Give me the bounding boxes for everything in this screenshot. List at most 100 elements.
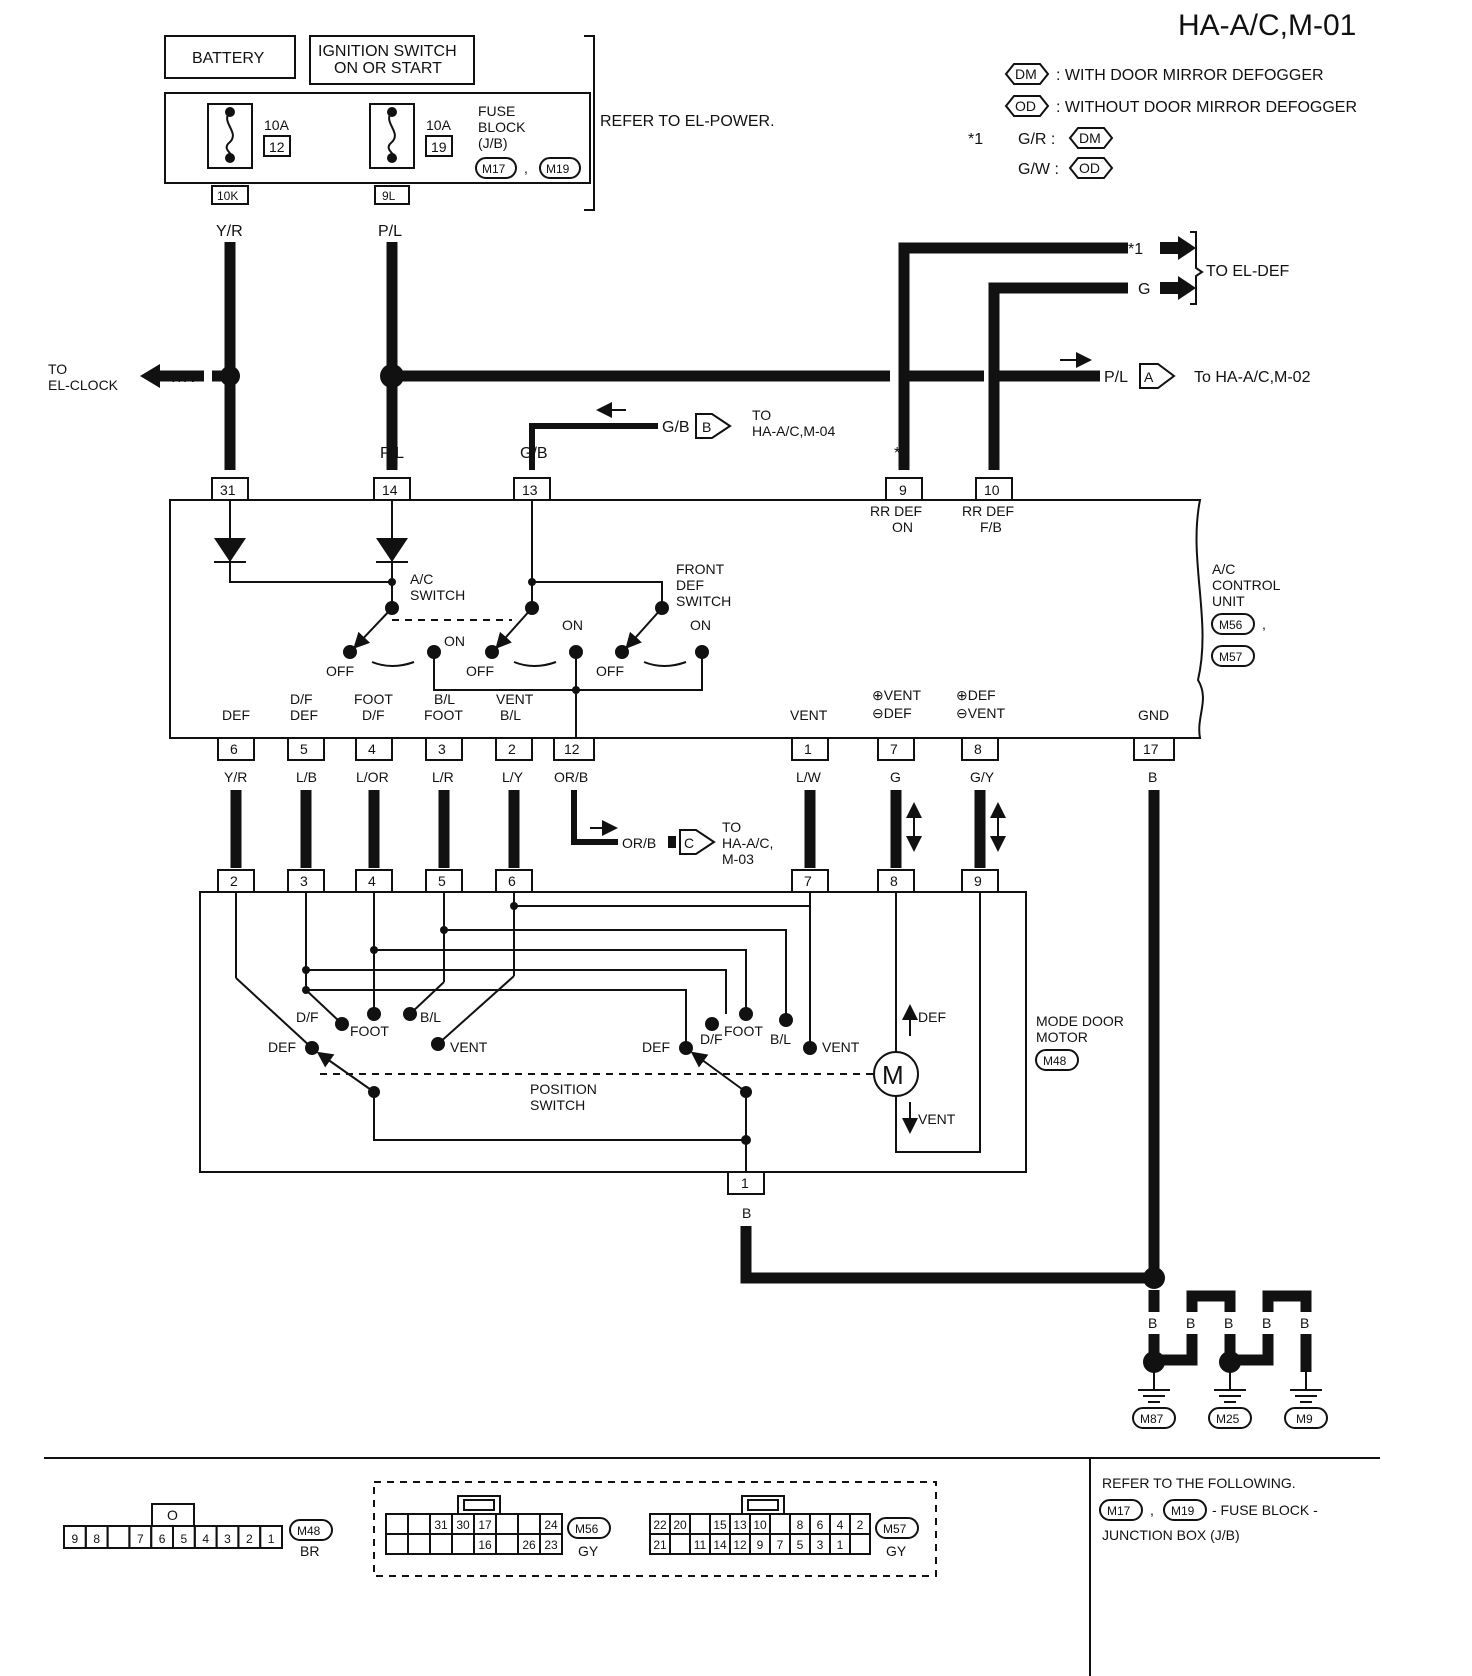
control-unit-name-1: A/C: [1212, 561, 1235, 577]
connector-pin-label: 26: [522, 1538, 536, 1552]
svg-text:3: 3: [438, 741, 446, 757]
connector-pin-label: 22: [653, 1518, 667, 1532]
connector-b: [695, 413, 732, 439]
fuse-1: [207, 103, 253, 169]
motor-vent-dir: VENT: [918, 1111, 956, 1127]
svg-text:DEF: DEF: [290, 707, 318, 723]
clock-wire-label: Y/R: [168, 369, 195, 386]
connector-pin-cell: [259, 1525, 284, 1549]
svg-text:P/L: P/L: [380, 445, 404, 462]
connector-pin-label: 4: [202, 1532, 209, 1546]
svg-text:FOOT: FOOT: [350, 1023, 389, 1039]
svg-text:M57: M57: [883, 1522, 907, 1536]
svg-text:7: 7: [890, 741, 898, 757]
connector-pin-label: 9: [72, 1532, 79, 1546]
refer-el-power: REFER TO EL-POWER.: [600, 113, 775, 130]
svg-text:D/F: D/F: [290, 691, 313, 707]
power-supply: BATTERY IGNITION SWITCH ON OR START 10A …: [164, 35, 775, 240]
svg-text:2: 2: [230, 873, 238, 889]
svg-text:VENT: VENT: [790, 707, 828, 723]
wire-rr-def-on: [898, 242, 1128, 470]
connector-pin-label: 6: [817, 1518, 824, 1532]
bottom-pins: 6 5 4 3 2 12 1 7 8 17 Y/R L/B L/OR L/R L…: [217, 737, 1175, 1278]
svg-text:*1: *1: [894, 445, 909, 462]
rr-def-fb-2: F/B: [980, 519, 1002, 535]
terminal-9l: 9L: [382, 189, 396, 203]
svg-text:9: 9: [974, 873, 982, 889]
connector-pin-label: 3: [224, 1532, 231, 1546]
ground-m25: M25: [1208, 1372, 1252, 1429]
front-def-label-3: SWITCH: [676, 593, 731, 609]
fuse-2-element: [387, 111, 396, 159]
diode-2: [376, 538, 408, 562]
connector-pin-label: 2: [857, 1518, 864, 1532]
connector-pin-label: 15: [713, 1518, 727, 1532]
def-star: *1: [1128, 241, 1143, 258]
connector-pin-label: 24: [544, 1518, 558, 1532]
control-unit-name-3: UNIT: [1212, 593, 1245, 609]
svg-text:6: 6: [230, 741, 238, 757]
svg-text:,: ,: [524, 160, 528, 176]
legend-note-gr: G/R :: [1018, 131, 1055, 148]
svg-text:OFF: OFF: [466, 663, 494, 679]
mode-motor-outline: [199, 891, 1027, 1173]
svg-text:G: G: [988, 445, 1000, 462]
dashed-connector-frame: [373, 1481, 937, 1577]
svg-text:D/F: D/F: [362, 707, 385, 723]
connector-pin-cell: [849, 1533, 871, 1555]
svg-text:10: 10: [984, 482, 1000, 498]
legend-od-text: : WITHOUT DOOR MIRROR DEFOGGER: [1056, 99, 1357, 116]
svg-text:1: 1: [804, 741, 812, 757]
fuse-block-box: [164, 92, 591, 184]
wire-rr-def-fb: [988, 282, 1128, 470]
svg-text:ON: ON: [444, 633, 465, 649]
connector-pin-cell: [689, 1513, 711, 1535]
legend-note-od-shape: [1068, 157, 1114, 179]
connector-pin-label: 13: [733, 1518, 747, 1532]
connector-pin-cell: [669, 1513, 691, 1535]
svg-text:,: ,: [1262, 616, 1266, 632]
ac-switch-label-1: A/C: [410, 571, 433, 587]
svg-text:12: 12: [564, 741, 580, 757]
gb-wire-label: G/B: [662, 419, 690, 436]
control-unit-conn-1: M56: [1219, 618, 1243, 632]
connector-pin-label: 31: [434, 1518, 448, 1532]
fuse-2-amp: 10A: [426, 117, 452, 133]
svg-text:M9: M9: [1296, 1412, 1313, 1426]
svg-text:GY: GY: [886, 1543, 907, 1559]
svg-text:B: B: [1300, 1315, 1309, 1331]
svg-text:M: M: [882, 1060, 904, 1090]
legend-od-tag-shape: [1004, 95, 1050, 117]
svg-text:B: B: [1186, 1315, 1195, 1331]
fuse-block-conn-1: M17: [482, 162, 506, 176]
mode-motor-name-2: MOTOR: [1036, 1029, 1088, 1045]
svg-text:DEF: DEF: [268, 1039, 296, 1055]
ignition-label-2: ON OR START: [334, 60, 442, 77]
svg-text:FOOT: FOOT: [724, 1023, 763, 1039]
svg-text:B/L: B/L: [770, 1031, 791, 1047]
battery-box: [164, 35, 296, 79]
diode-1: [214, 538, 246, 562]
terminal-10k: 10K: [217, 189, 238, 203]
fuse-block-conn-2: M19: [546, 162, 570, 176]
legend-od-tag: OD: [1015, 98, 1036, 114]
front-def-label-1: FRONT: [676, 561, 725, 577]
fuse-1-amp: 10A: [264, 117, 290, 133]
connector-pin-label: 11: [694, 1538, 707, 1552]
legend-dm-tag-shape: [1004, 63, 1050, 85]
svg-text:L/W: L/W: [796, 769, 822, 785]
to-el-clock-1: TO: [48, 361, 67, 377]
ground-m9: M9: [1284, 1372, 1328, 1429]
connector-pin-label: 7: [137, 1532, 144, 1546]
svg-text:17: 17: [1143, 741, 1159, 757]
ground-m87: M87: [1132, 1372, 1176, 1429]
connector-a: [1139, 363, 1176, 389]
connector-pin-label: 3: [817, 1538, 824, 1552]
rr-def-on-1: RR DEF: [870, 503, 922, 519]
svg-text:4: 4: [368, 873, 376, 889]
mode-motor-name-1: MODE DOOR: [1036, 1013, 1124, 1029]
to-m04-1: TO: [752, 407, 771, 423]
svg-text:1: 1: [741, 1175, 749, 1191]
